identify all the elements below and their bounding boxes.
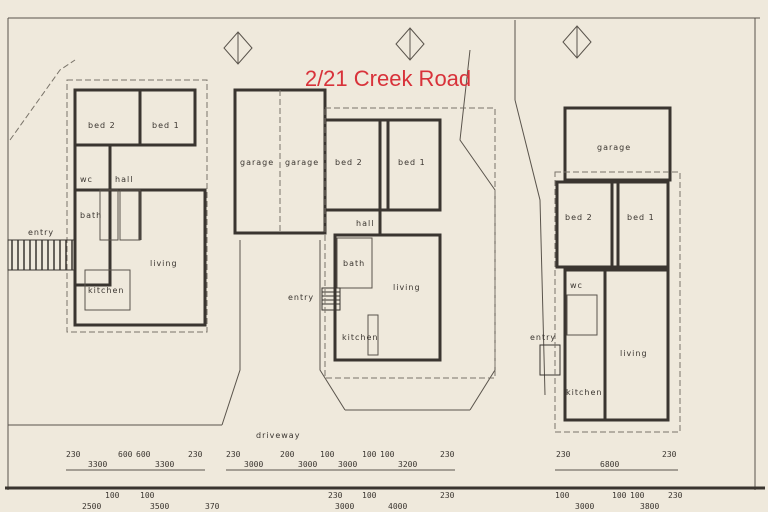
room-label: wc [80, 175, 93, 184]
dimension-label: 370 [205, 502, 220, 511]
room-label: bed 2 [88, 121, 116, 130]
dimension-label: 230 [328, 491, 343, 500]
dimension-label: 100 [380, 450, 395, 459]
room-label: bed 1 [152, 121, 180, 130]
dimension-label: 100 [630, 491, 645, 500]
dimension-label: 230 [440, 491, 455, 500]
room-label: entry [530, 333, 556, 342]
dimension-label: 3000 [335, 502, 354, 511]
dimension-label: 600 [118, 450, 133, 459]
entry-steps [7, 239, 76, 271]
driveway-label: driveway [256, 431, 300, 440]
dimension-label: 100 [555, 491, 570, 500]
dimension-label: 100 [140, 491, 155, 500]
room-label: entry [288, 293, 314, 302]
dimension-label: 230 [662, 450, 677, 459]
room-label: garage [597, 143, 631, 152]
dimension-label: 100 [362, 491, 377, 500]
dimension-label: 100 [320, 450, 335, 459]
room-label: kitchen [342, 333, 378, 342]
dimension-label: 3000 [244, 460, 263, 469]
dimension-label: 3300 [88, 460, 107, 469]
room-label: living [620, 349, 648, 358]
dimension-label: 3200 [398, 460, 417, 469]
driveway-edge [319, 240, 346, 411]
dimension-label: 3000 [298, 460, 317, 469]
room-label: kitchen [566, 388, 602, 397]
dimension-label: 200 [280, 450, 295, 459]
room-label: bath [80, 211, 102, 220]
dimension-label: 230 [66, 450, 81, 459]
room-label: garage [285, 158, 319, 167]
room-label: bed 1 [398, 158, 426, 167]
room-label: entry [28, 228, 54, 237]
north-arrow-icon [223, 25, 592, 65]
dimension-label: 4000 [388, 502, 407, 511]
room-label: living [150, 259, 178, 268]
room-label: wc [570, 281, 583, 290]
room-label: hall [356, 219, 374, 228]
dimension-label: 100 [612, 491, 627, 500]
room-label: bath [343, 259, 365, 268]
dimension-label: 230 [556, 450, 571, 459]
address-title: 2/21 Creek Road [305, 66, 471, 91]
room-label: living [393, 283, 421, 292]
boundary-line [514, 20, 546, 396]
room-label: hall [115, 175, 133, 184]
dimension-label: 230 [440, 450, 455, 459]
dimension-label: 230 [668, 491, 683, 500]
unit-2: garage garage bed 2 bed 1 hall bath livi… [233, 88, 496, 379]
dimension-label: 2500 [82, 502, 101, 511]
unit-1: bed 2 bed 1 hall wc bath living kitchen … [7, 79, 208, 333]
dimension-label: 230 [188, 450, 203, 459]
room-label: bed 2 [335, 158, 363, 167]
dimension-label: 600 [136, 450, 151, 459]
dimension-label: 230 [226, 450, 241, 459]
dimension-label: 3000 [338, 460, 357, 469]
dimension-label: 100 [362, 450, 377, 459]
dimension-label: 3500 [150, 502, 169, 511]
dimension-label: 3000 [575, 502, 594, 511]
room-label: garage [240, 158, 274, 167]
setback-line [9, 59, 76, 141]
dimension-label: 3300 [155, 460, 174, 469]
unit-3: garage bed 2 bed 1 wc living kitchen ent… [530, 106, 681, 433]
room-label: bed 2 [565, 213, 593, 222]
dimension-label: 100 [105, 491, 120, 500]
room-label: bed 1 [627, 213, 655, 222]
room-label: kitchen [88, 286, 124, 295]
dimension-label: 6800 [600, 460, 619, 469]
dimension-label: 3800 [640, 502, 659, 511]
driveway-edge [221, 240, 241, 426]
